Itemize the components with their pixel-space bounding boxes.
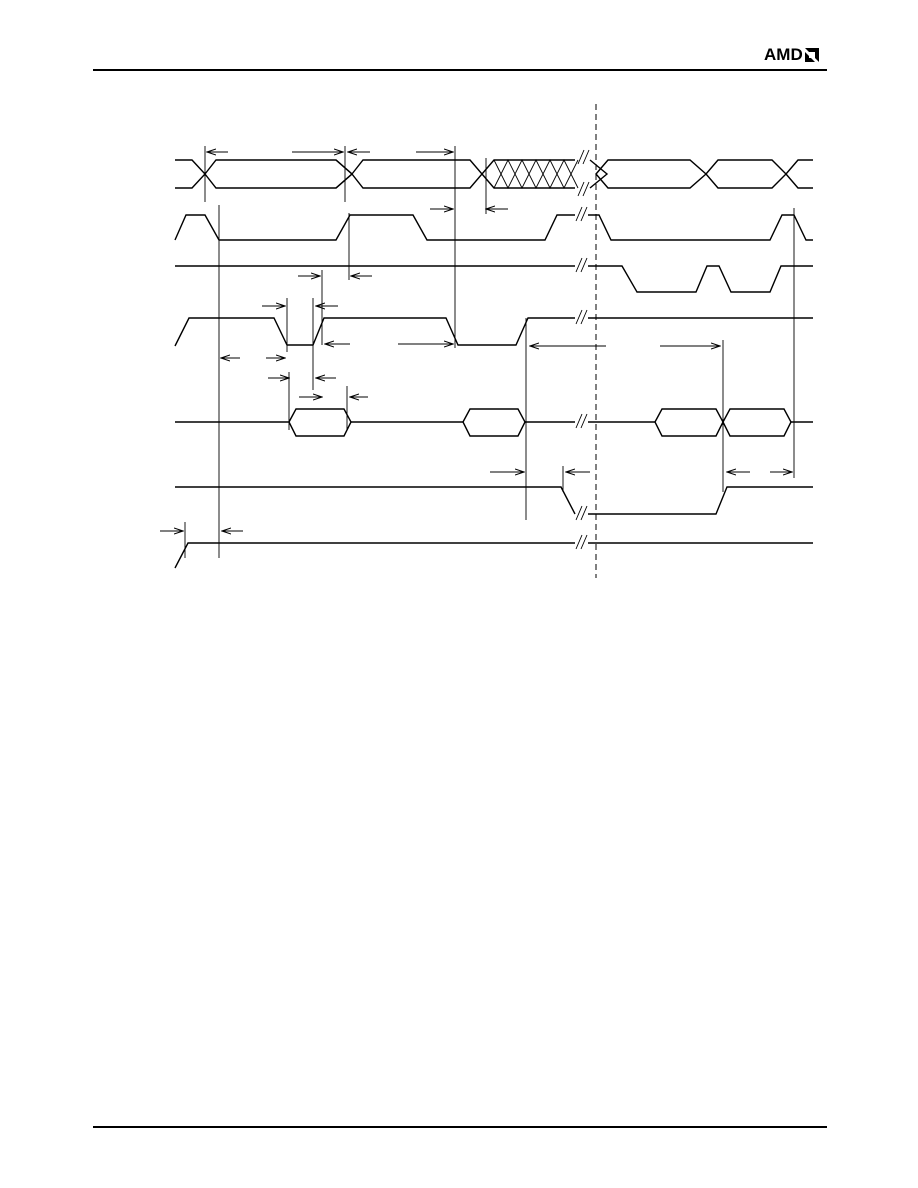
brand-name: AMD	[764, 45, 803, 64]
ready-busy-timing-arrows	[490, 208, 795, 520]
output-enable-timing-arrows	[298, 213, 372, 345]
break-mark-row-1	[577, 149, 590, 197]
address-bus-timing-arrows	[204, 146, 508, 348]
amd-logo: AMD	[764, 44, 820, 66]
ready-busy-waveform	[175, 486, 813, 521]
reset-waveform	[174, 534, 813, 569]
chip-enable-waveform	[174, 206, 813, 241]
footer-rule	[93, 1126, 827, 1128]
output-enable-waveform	[175, 257, 813, 293]
write-enable-timing-arrows	[221, 298, 720, 390]
address-bus-waveform	[175, 158, 813, 190]
reset-timing-arrows	[160, 205, 243, 558]
write-enable-waveform	[174, 309, 813, 347]
header-rule	[93, 69, 827, 71]
data-bus-waveform	[175, 408, 813, 437]
data-bus-timing-arrows	[288, 372, 368, 430]
amd-arrow-logo-icon	[804, 48, 819, 62]
